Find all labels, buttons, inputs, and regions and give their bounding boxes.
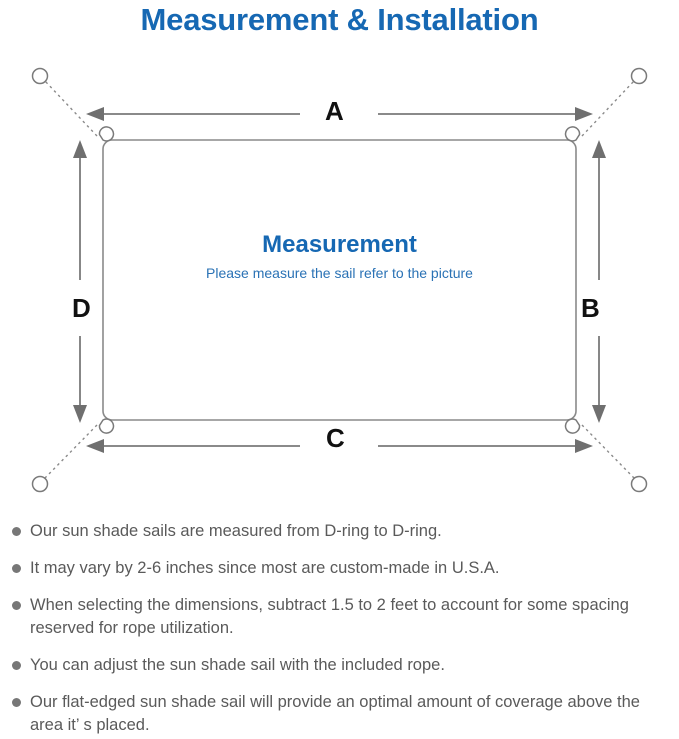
- bullet-icon: [12, 564, 21, 573]
- bullet-icon: [12, 601, 21, 610]
- anchor-point-top-right-icon: [630, 67, 648, 85]
- measurement-diagram: Measurement Please measure the sail refe…: [0, 44, 679, 514]
- d-ring-bottom-left-icon: [98, 418, 115, 434]
- sail-rectangle: [102, 139, 577, 421]
- list-item: It may vary by 2-6 inches since most are…: [8, 557, 665, 580]
- note-text: It may vary by 2-6 inches since most are…: [30, 559, 500, 577]
- note-text: Our flat-edged sun shade sail will provi…: [30, 693, 640, 734]
- rope-line-top-right: [581, 80, 635, 137]
- dimension-arrow-c: [86, 439, 593, 453]
- rope-line-top-left: [44, 80, 98, 137]
- dimension-label-b: B: [581, 293, 600, 323]
- dimension-arrow-a: [86, 107, 593, 121]
- list-item: When selecting the dimensions, subtract …: [8, 594, 665, 640]
- list-item: Our sun shade sails are measured from D-…: [8, 520, 665, 543]
- note-text: When selecting the dimensions, subtract …: [30, 596, 629, 637]
- dimension-label-d: D: [72, 293, 91, 323]
- rope-line-bottom-right: [581, 424, 635, 479]
- anchor-point-bottom-left-icon: [31, 475, 49, 493]
- bullet-icon: [12, 527, 21, 536]
- dimension-arrow-d: [73, 140, 87, 423]
- d-ring-top-right-icon: [564, 126, 581, 142]
- bullet-icon: [12, 661, 21, 670]
- d-ring-top-left-icon: [98, 126, 115, 142]
- bullet-icon: [12, 698, 21, 707]
- rope-line-bottom-left: [44, 424, 98, 479]
- note-text: Our sun shade sails are measured from D-…: [30, 522, 442, 540]
- anchor-point-bottom-right-icon: [630, 475, 648, 493]
- notes-list: Our sun shade sails are measured from D-…: [0, 520, 679, 737]
- list-item: Our flat-edged sun shade sail will provi…: [8, 691, 665, 737]
- dimension-label-c: C: [326, 423, 345, 453]
- page-title: Measurement & Installation: [140, 2, 539, 37]
- dimension-label-a: A: [325, 96, 344, 126]
- note-text: You can adjust the sun shade sail with t…: [30, 656, 445, 674]
- dimension-arrow-b: [592, 140, 606, 423]
- d-ring-bottom-right-icon: [564, 418, 581, 434]
- diagram-svg: [31, 67, 648, 493]
- anchor-point-top-left-icon: [31, 67, 49, 85]
- list-item: You can adjust the sun shade sail with t…: [8, 654, 665, 677]
